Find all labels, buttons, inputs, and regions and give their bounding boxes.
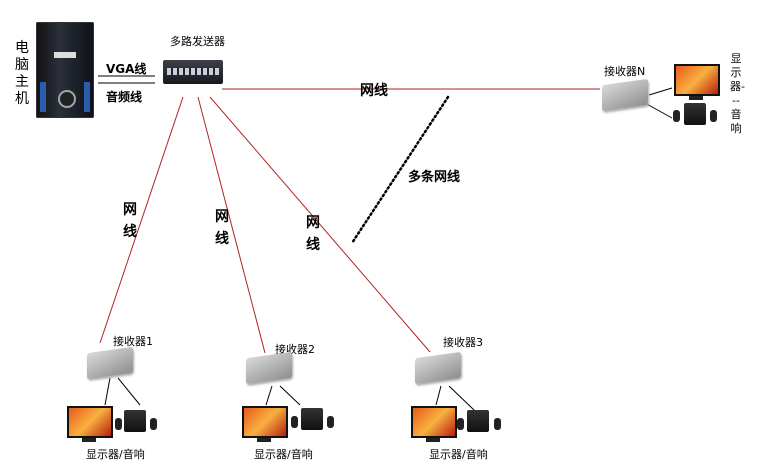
audio-cable-label: 音频线: [106, 90, 143, 104]
network-cable-label-n: 网线: [360, 83, 388, 99]
r1-speaker-line: [117, 377, 141, 406]
r2-speaker-line: [279, 385, 301, 406]
receiver-n-label: 接收器N: [604, 65, 646, 78]
network-cable-label-2: 网线: [215, 209, 229, 247]
multi-cable-label: 多条网线: [408, 170, 461, 185]
speaker-small-icon: [327, 416, 334, 428]
network-cable-label-1: 网线: [123, 202, 137, 240]
r3-monitor-line: [435, 385, 442, 406]
r2-monitor-line: [265, 385, 273, 406]
r1-monitor-line: [104, 377, 111, 406]
monitor-icon: [242, 406, 288, 438]
network-cable-label-3: 网线: [306, 215, 320, 253]
network-line-3: [209, 96, 431, 353]
speaker-icon: [124, 410, 146, 432]
rn-speaker-line: [644, 102, 673, 119]
speaker-icon: [684, 103, 706, 125]
rn-monitor-line: [648, 87, 673, 96]
monitor-stand-icon: [82, 438, 96, 442]
receiver-3-output-label: 显示器/音响: [429, 448, 488, 461]
vga-cable-label: VGA线: [106, 62, 147, 76]
multi-cable-dotted: [350, 95, 450, 245]
speaker-small-icon: [494, 418, 501, 430]
receiver-1-label: 接收器1: [113, 335, 153, 348]
speaker-small-icon: [291, 416, 298, 428]
monitor-icon: [67, 406, 113, 438]
speaker-icon: [467, 410, 489, 432]
speaker-small-icon: [115, 418, 122, 430]
receiver-3-label: 接收器3: [443, 336, 483, 349]
speaker-small-icon: [673, 110, 680, 122]
receiver-n-output-label: 显示器---音响: [730, 52, 745, 135]
speaker-icon: [301, 408, 323, 430]
speaker-small-icon: [457, 418, 464, 430]
monitor-icon: [674, 64, 720, 96]
monitor-stand-icon: [257, 438, 271, 442]
monitor-icon: [411, 406, 457, 438]
network-line-2: [197, 96, 266, 354]
speaker-small-icon: [150, 418, 157, 430]
monitor-stand-icon: [689, 96, 703, 100]
speaker-small-icon: [710, 110, 717, 122]
receiver-2-output-label: 显示器/音响: [254, 448, 313, 461]
computer-label: 电脑主机: [15, 40, 29, 107]
computer-tower-icon: [36, 22, 94, 118]
transmitter-label: 多路发送器: [170, 35, 225, 48]
r3-speaker-line: [448, 385, 475, 411]
receiver-1-output-label: 显示器/音响: [86, 448, 145, 461]
network-line-1: [99, 96, 184, 344]
transmitter-switch-icon: [163, 60, 223, 84]
monitor-stand-icon: [426, 438, 440, 442]
